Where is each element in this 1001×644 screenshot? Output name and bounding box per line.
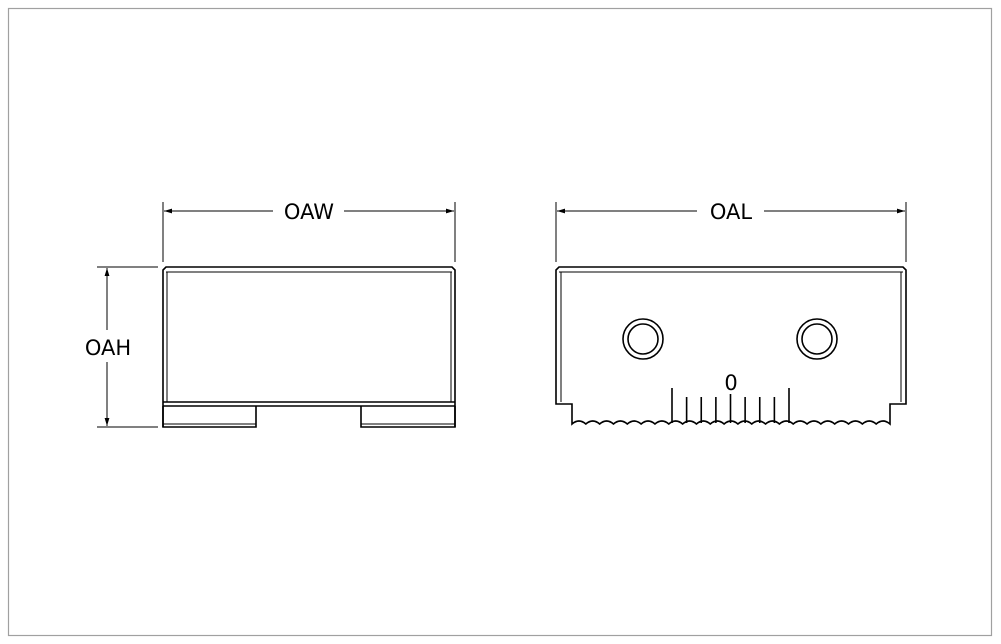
- width-label: OAW: [284, 200, 334, 224]
- front-view: 0: [555, 266, 907, 426]
- left-foot: [162, 406, 257, 428]
- height-label: OAH: [85, 336, 131, 360]
- length-label: OAL: [710, 200, 753, 224]
- length-dimension: OAL: [555, 200, 907, 262]
- height-dimension: OAH: [85, 266, 158, 428]
- mounting-hole-right: [796, 318, 838, 360]
- scale-zero-label: 0: [724, 371, 737, 395]
- right-foot: [360, 406, 456, 428]
- mounting-hole-left: [622, 318, 664, 360]
- side-view: [162, 266, 456, 428]
- scale-ticks: [671, 388, 790, 423]
- drawing-frame: [7, 7, 993, 637]
- width-dimension: OAW: [162, 200, 456, 262]
